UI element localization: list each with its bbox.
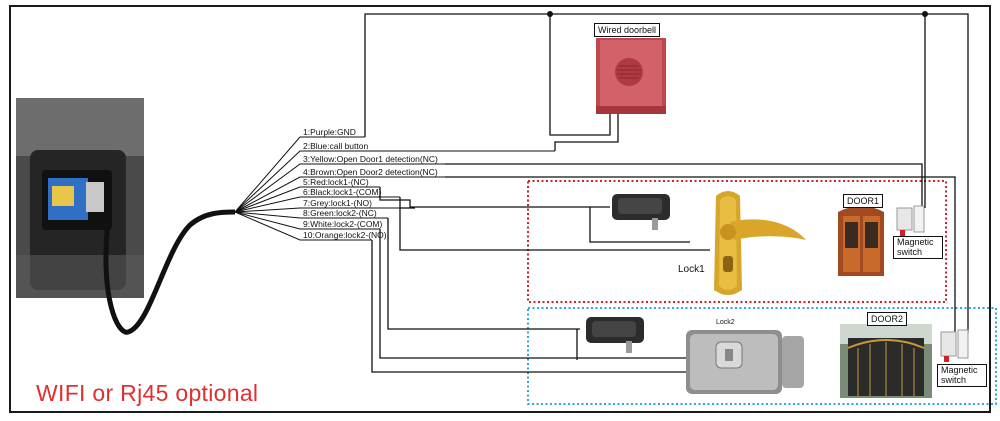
- wire-label-9: 9:White:lock2-(COM): [303, 219, 383, 229]
- wire-label-1: 1:Purple:GND: [303, 127, 356, 137]
- bus-wires: [364, 13, 969, 373]
- magnetic-switch-2-label: Magnetic switch: [937, 364, 987, 387]
- wire-label-7: 7:Grey:lock1-(NO): [303, 198, 372, 208]
- wire-label-5: 5:Red:lock1-(NC): [303, 177, 369, 187]
- lock1-label: Lock1: [678, 264, 705, 275]
- lock2-image: [686, 330, 804, 394]
- lock1-handle: [714, 191, 806, 295]
- footer-text: WIFI or Rj45 optional: [36, 380, 259, 406]
- wire-label-3: 3:Yellow:Open Door1 detection(NC): [303, 154, 438, 164]
- fan-wires: [234, 136, 555, 241]
- door1-zone: [527, 180, 947, 303]
- door2-zone: [527, 307, 997, 405]
- wire-label-6: 6:Black:lock1-(COM): [303, 187, 382, 197]
- power-adapter-2: [586, 317, 644, 353]
- door1-label: DOOR1: [843, 194, 884, 208]
- magnetic-switch-2-image: [940, 329, 969, 362]
- lock2-label: Lock2: [716, 319, 735, 326]
- magnetic-switch-1-label: Magnetic switch: [893, 236, 943, 259]
- intercom-panel: [16, 98, 144, 298]
- door2-label: DOOR2: [867, 312, 908, 326]
- power-adapter-1: [612, 194, 670, 230]
- doorbell-label: Wired doorbell: [594, 23, 661, 37]
- door2-image: [840, 324, 932, 398]
- magnetic-switch-1-image: [896, 205, 925, 236]
- diagram-frame: [9, 5, 991, 413]
- door1-image: [838, 206, 884, 276]
- main-cable: [103, 209, 236, 335]
- wire-label-10: 10:Orange:lock2-(NO): [303, 230, 387, 240]
- wire-label-4: 4:Brown:Open Door2 detection(NC): [303, 167, 438, 177]
- wire-label-8: 8:Green:lock2-(NC): [303, 208, 377, 218]
- doorbell-device: [596, 38, 666, 114]
- wire-label-2: 2:Blue:call button: [303, 141, 369, 151]
